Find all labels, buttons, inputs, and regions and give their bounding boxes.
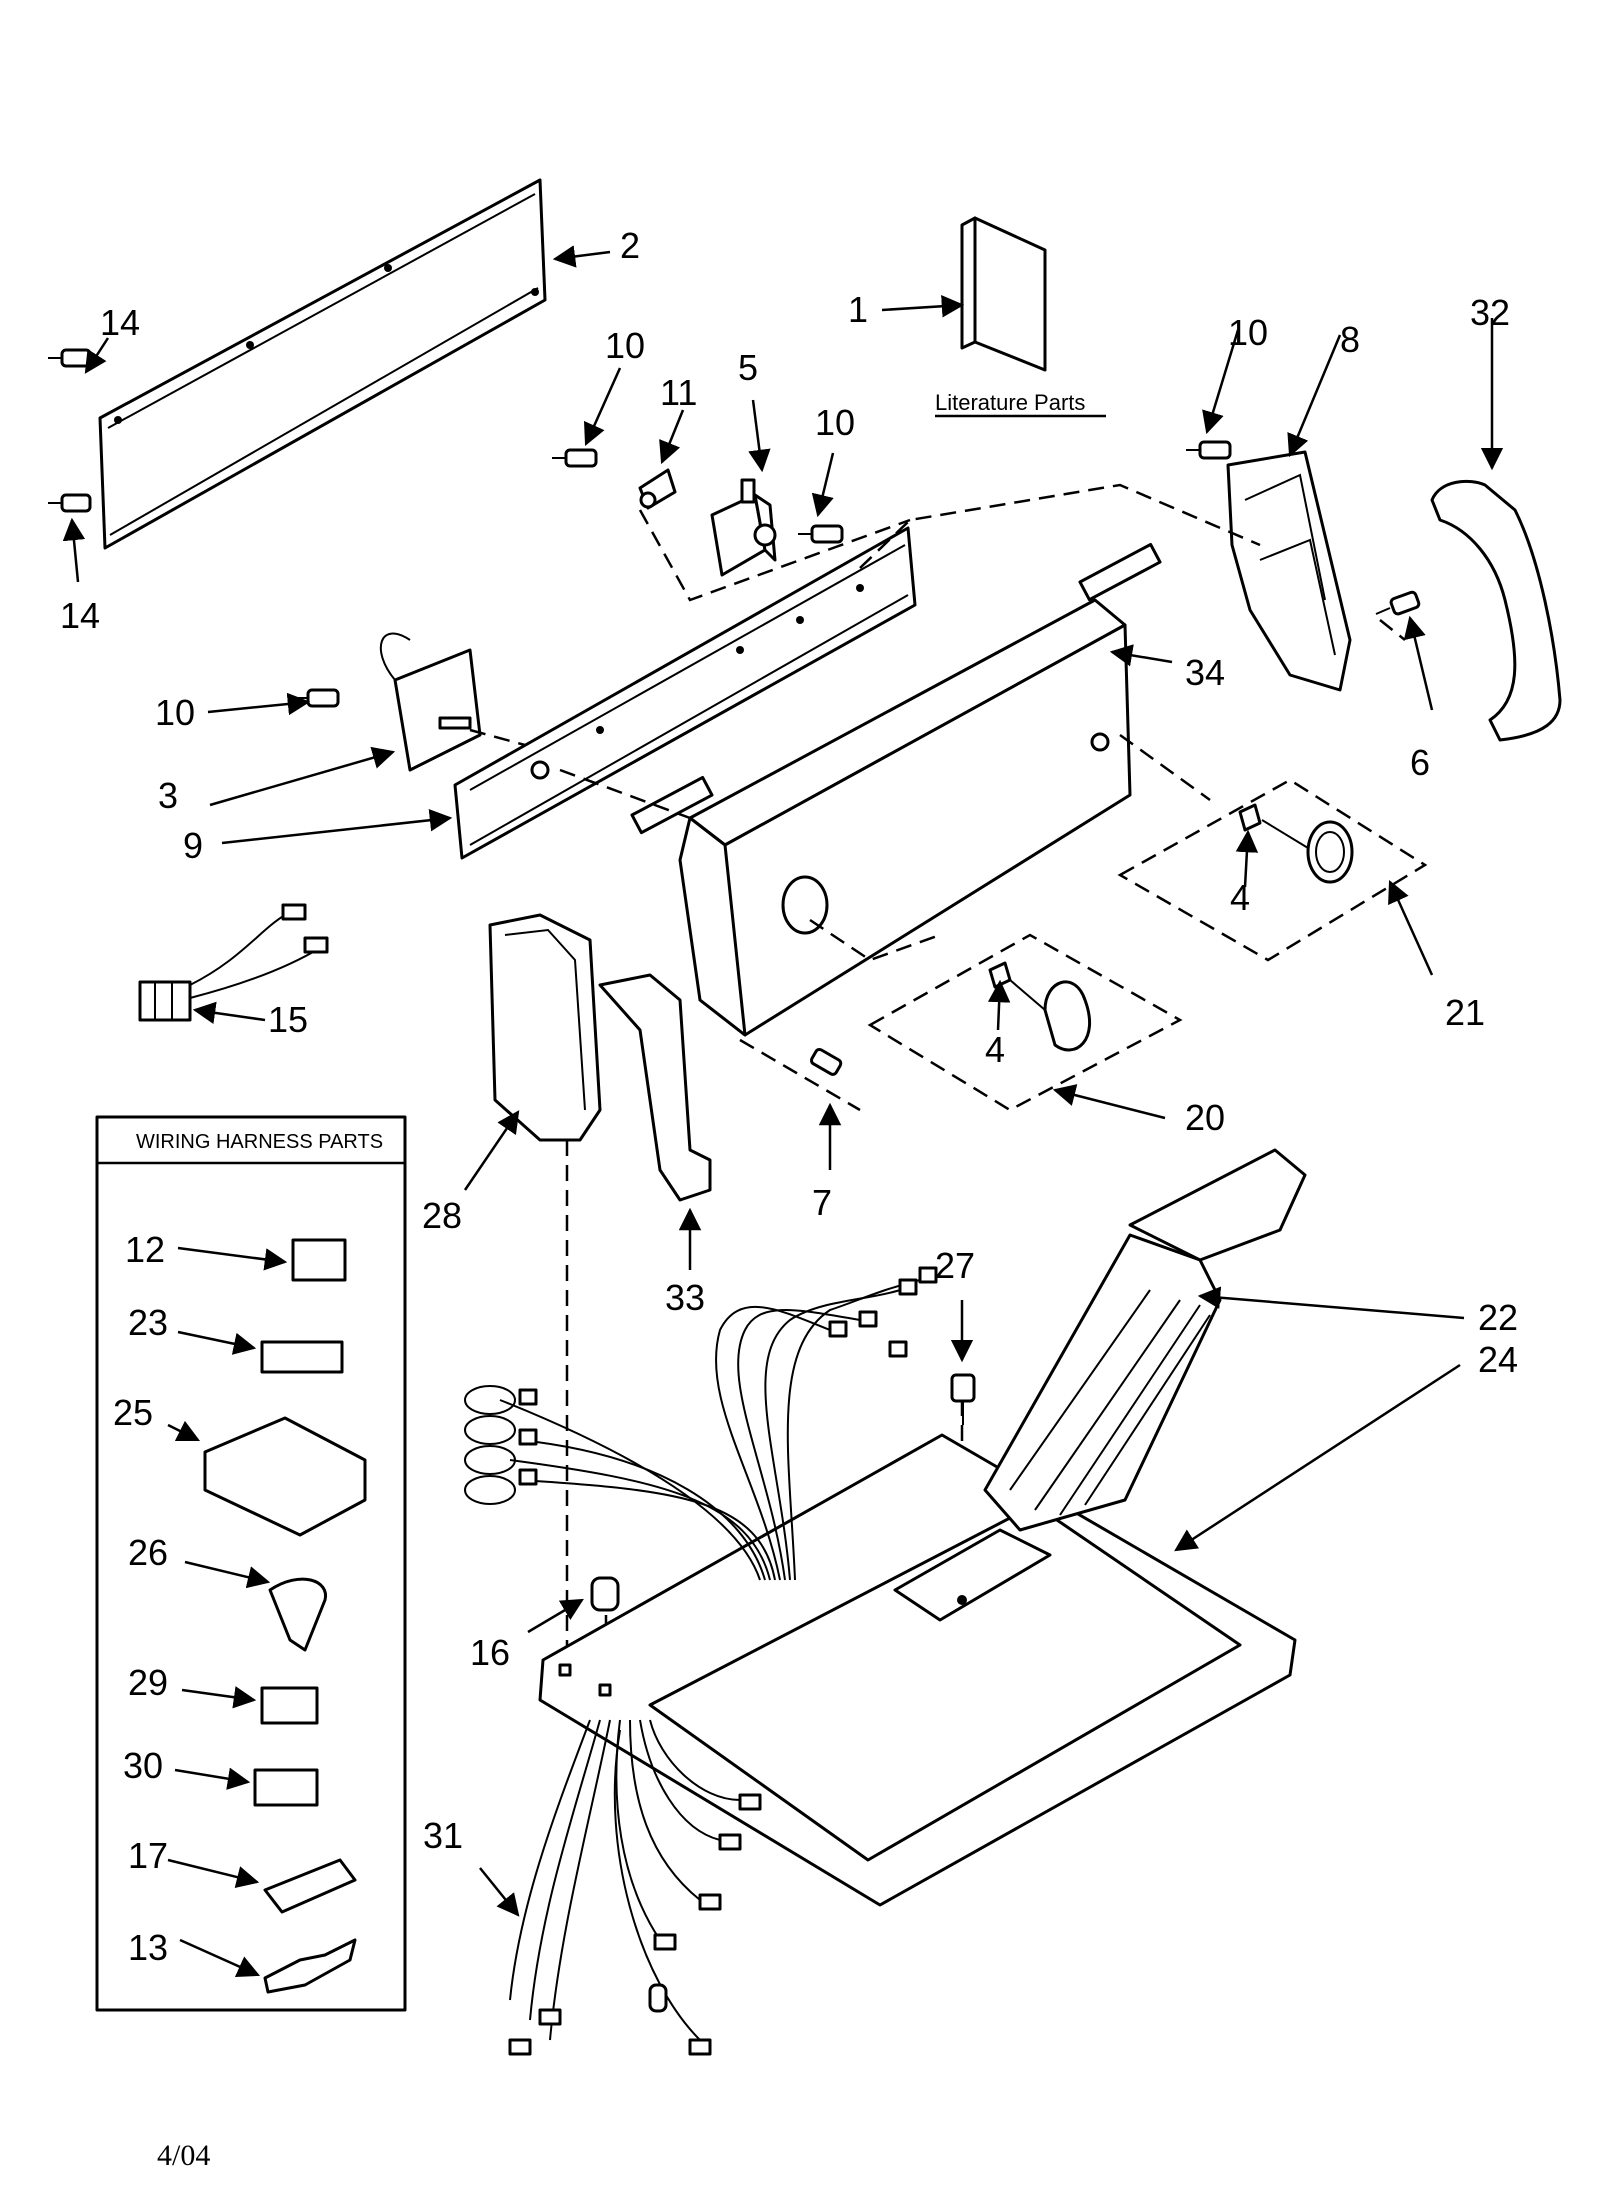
dash-leader-20 [739, 1038, 861, 1112]
harness-part-12 [291, 1238, 347, 1282]
callout-27: 27 [935, 1245, 975, 1286]
end-cap-part-8 [1226, 450, 1352, 692]
callout-9: 9 [183, 825, 203, 866]
callout-14-top: 14 [100, 302, 140, 343]
knob-assembly-part-21 [1117, 778, 1428, 962]
screw-part-10-right [1186, 440, 1232, 460]
screw-part-6 [1375, 590, 1421, 616]
harness-wires-lower-part-31 [508, 1719, 762, 2056]
callout-13: 13 [128, 1927, 168, 1968]
callout-14-bottom: 14 [60, 595, 100, 636]
harness-part-30 [253, 1768, 319, 1807]
harness-box-title: WIRING HARNESS PARTS [136, 1131, 383, 1153]
callout-28: 28 [422, 1195, 462, 1236]
clip-part-16 [590, 1576, 620, 1612]
callout-3: 3 [158, 775, 178, 816]
callout-10-a: 10 [605, 325, 645, 366]
side-panel-part-28 [488, 913, 602, 1142]
callout-1: 1 [848, 289, 868, 330]
screw-part-27 [950, 1373, 976, 1425]
rear-panel-part [98, 178, 547, 550]
harness-part-17 [263, 1858, 357, 1914]
callout-34: 34 [1185, 652, 1225, 693]
wire-plug-part-15 [138, 903, 329, 1022]
harness-part-23 [260, 1340, 344, 1374]
harness-part-26 [268, 1577, 327, 1652]
literature-label: Literature Parts [935, 390, 1085, 415]
harness-part-13 [263, 1938, 357, 1994]
harness-part-29 [260, 1686, 319, 1725]
callout-15: 15 [268, 999, 308, 1040]
knob-assembly-part-20 [867, 933, 1183, 1112]
callout-4-lower: 4 [985, 1029, 1005, 1070]
switch-part-3 [379, 632, 482, 772]
callout-leaders [62, 245, 1504, 1977]
callout-33: 33 [665, 1277, 705, 1318]
timer-part-5 [710, 478, 777, 577]
screw-part-10-mid-left [552, 448, 598, 468]
callout-7: 7 [812, 1182, 832, 1223]
clip-part-11 [638, 468, 677, 510]
control-bracket-part [453, 526, 917, 860]
callout-2: 2 [620, 225, 640, 266]
callout-6: 6 [1410, 742, 1430, 783]
trim-part-33 [598, 973, 712, 1202]
callout-20: 20 [1185, 1097, 1225, 1138]
callout-32: 32 [1470, 292, 1510, 333]
callout-8: 8 [1340, 319, 1360, 360]
callout-labels: 1 2 3 4 4 5 6 7 8 9 10 10 10 10 11 12 13… [60, 225, 1518, 1968]
top-panel-part-24 [538, 1433, 1297, 1907]
callout-4-upper: 4 [1230, 877, 1250, 918]
callout-10-d: 10 [155, 692, 195, 733]
callout-31: 31 [423, 1815, 463, 1856]
callout-11: 11 [660, 372, 697, 413]
screw-part-10-mid-right [798, 524, 844, 544]
callout-10-c: 10 [1228, 312, 1268, 353]
harness-part-25 [203, 1416, 367, 1537]
screw-part-7 [809, 1047, 843, 1076]
console-part [630, 542, 1162, 1037]
callout-5: 5 [738, 347, 758, 388]
callout-12: 12 [125, 1229, 165, 1270]
callout-22: 22 [1478, 1297, 1518, 1338]
callout-30: 30 [123, 1745, 163, 1786]
callout-23: 23 [128, 1302, 168, 1343]
harness-wires-upper [464, 1266, 938, 1581]
callout-25: 25 [113, 1392, 153, 1433]
callout-29: 29 [128, 1662, 168, 1703]
callout-10-b: 10 [815, 402, 855, 443]
callout-17: 17 [128, 1835, 168, 1876]
screw-part-14-top [48, 348, 92, 368]
date-code: 4/04 [157, 2139, 210, 2172]
literature-part: Literature Parts [935, 216, 1106, 418]
callout-24: 24 [1478, 1339, 1518, 1380]
screw-part-14-bottom [48, 493, 92, 513]
end-cap-part-32 [1430, 479, 1562, 742]
callout-21: 21 [1445, 992, 1485, 1033]
callout-26: 26 [128, 1532, 168, 1573]
callout-16: 16 [470, 1632, 510, 1673]
lint-screen-part-22 [983, 1148, 1307, 1532]
wiring-harness-parts-box: WIRING HARNESS PARTS [95, 1115, 407, 2012]
